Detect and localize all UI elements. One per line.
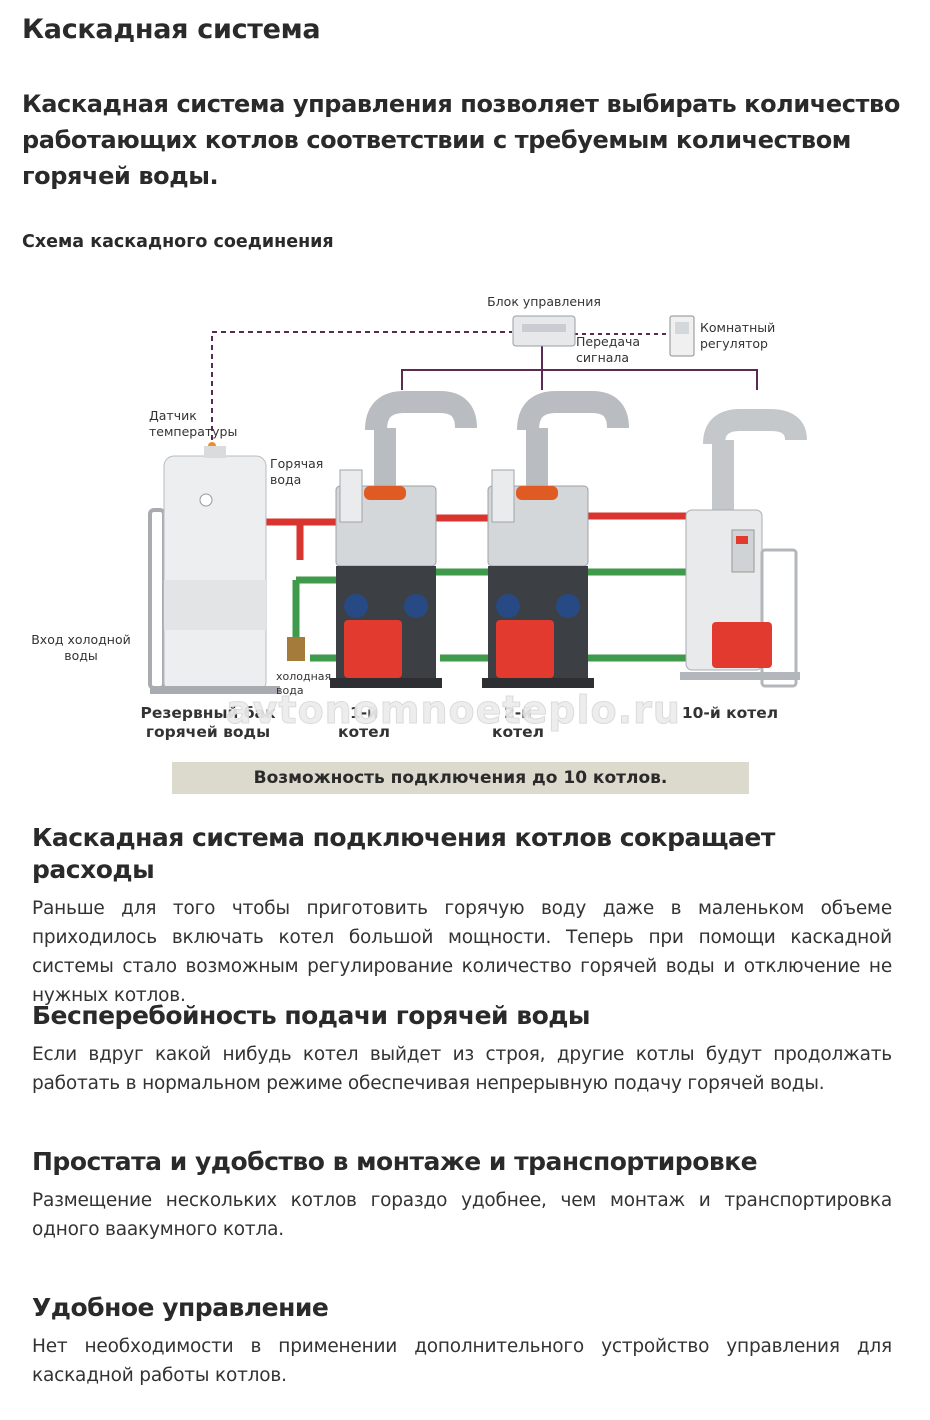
control-unit <box>512 315 576 347</box>
section-heading: Бесперебойность подачи горячей воды <box>32 1001 591 1030</box>
cascade-diagram-graphic <box>148 315 807 694</box>
section-heading: Простата и удобство в монтаже и транспор… <box>32 1147 758 1176</box>
boiler-2-label: 2-й котел <box>491 704 545 741</box>
tank-label: Резервный бак горячей воды <box>140 704 276 741</box>
signal-label: Передача сигнала <box>576 334 641 365</box>
hot-water-tank <box>148 446 280 694</box>
scheme-title: Схема каскадного соединения <box>22 232 334 252</box>
room-regulator <box>669 315 695 357</box>
section-savings: Каскадная система подключения котлов сок… <box>32 822 892 1010</box>
cold-water-pipes <box>292 568 690 662</box>
section-text: Раньше для того чтобы приготовить горячу… <box>32 898 892 1006</box>
boiler-10-label: 10-й котел <box>681 704 779 722</box>
temperature-sensor-label: Датчик температуры <box>149 408 238 439</box>
cold-water-label: холодная вода <box>276 670 332 697</box>
capacity-banner: Возможность подключения до 10 котлов. <box>172 762 749 794</box>
section-heading: Каскадная система подключения котлов сок… <box>32 823 775 884</box>
cold-water-inlet-label: Вход холодной воды <box>31 632 131 663</box>
lead-paragraph: Каскадная система управления позволяет в… <box>22 90 900 190</box>
room-regulator-label: Комнатный регулятор <box>700 320 776 351</box>
section-control: Удобное управление Нет необходимости в п… <box>32 1292 892 1390</box>
boiler-1-label: 1-й котел <box>337 704 391 741</box>
page-title: Каскадная система <box>22 14 321 45</box>
section-reliability: Бесперебойность подачи горячей воды Если… <box>32 1000 892 1098</box>
cascade-diagram: Блок управления Передача сигнала Комнатн… <box>0 280 930 780</box>
watermark: avtonomnoeteplo.ru <box>226 688 681 733</box>
hot-water-pipes <box>266 512 686 560</box>
section-heading: Удобное управление <box>32 1293 329 1322</box>
control-unit-label: Блок управления <box>487 294 601 309</box>
boiler-2 <box>482 391 629 688</box>
hot-water-label: Горячая вода <box>270 456 324 487</box>
section-text: Нет необходимости в применении дополните… <box>32 1336 892 1386</box>
boiler-10 <box>680 409 807 688</box>
boiler-1 <box>330 391 477 688</box>
section-text: Если вдруг какой нибудь котел выйдет из … <box>32 1044 892 1094</box>
section-text: Размещение нескольких котлов гораздо удо… <box>32 1190 892 1240</box>
section-installation: Простата и удобство в монтаже и транспор… <box>32 1146 892 1244</box>
signal-lines <box>211 331 758 440</box>
